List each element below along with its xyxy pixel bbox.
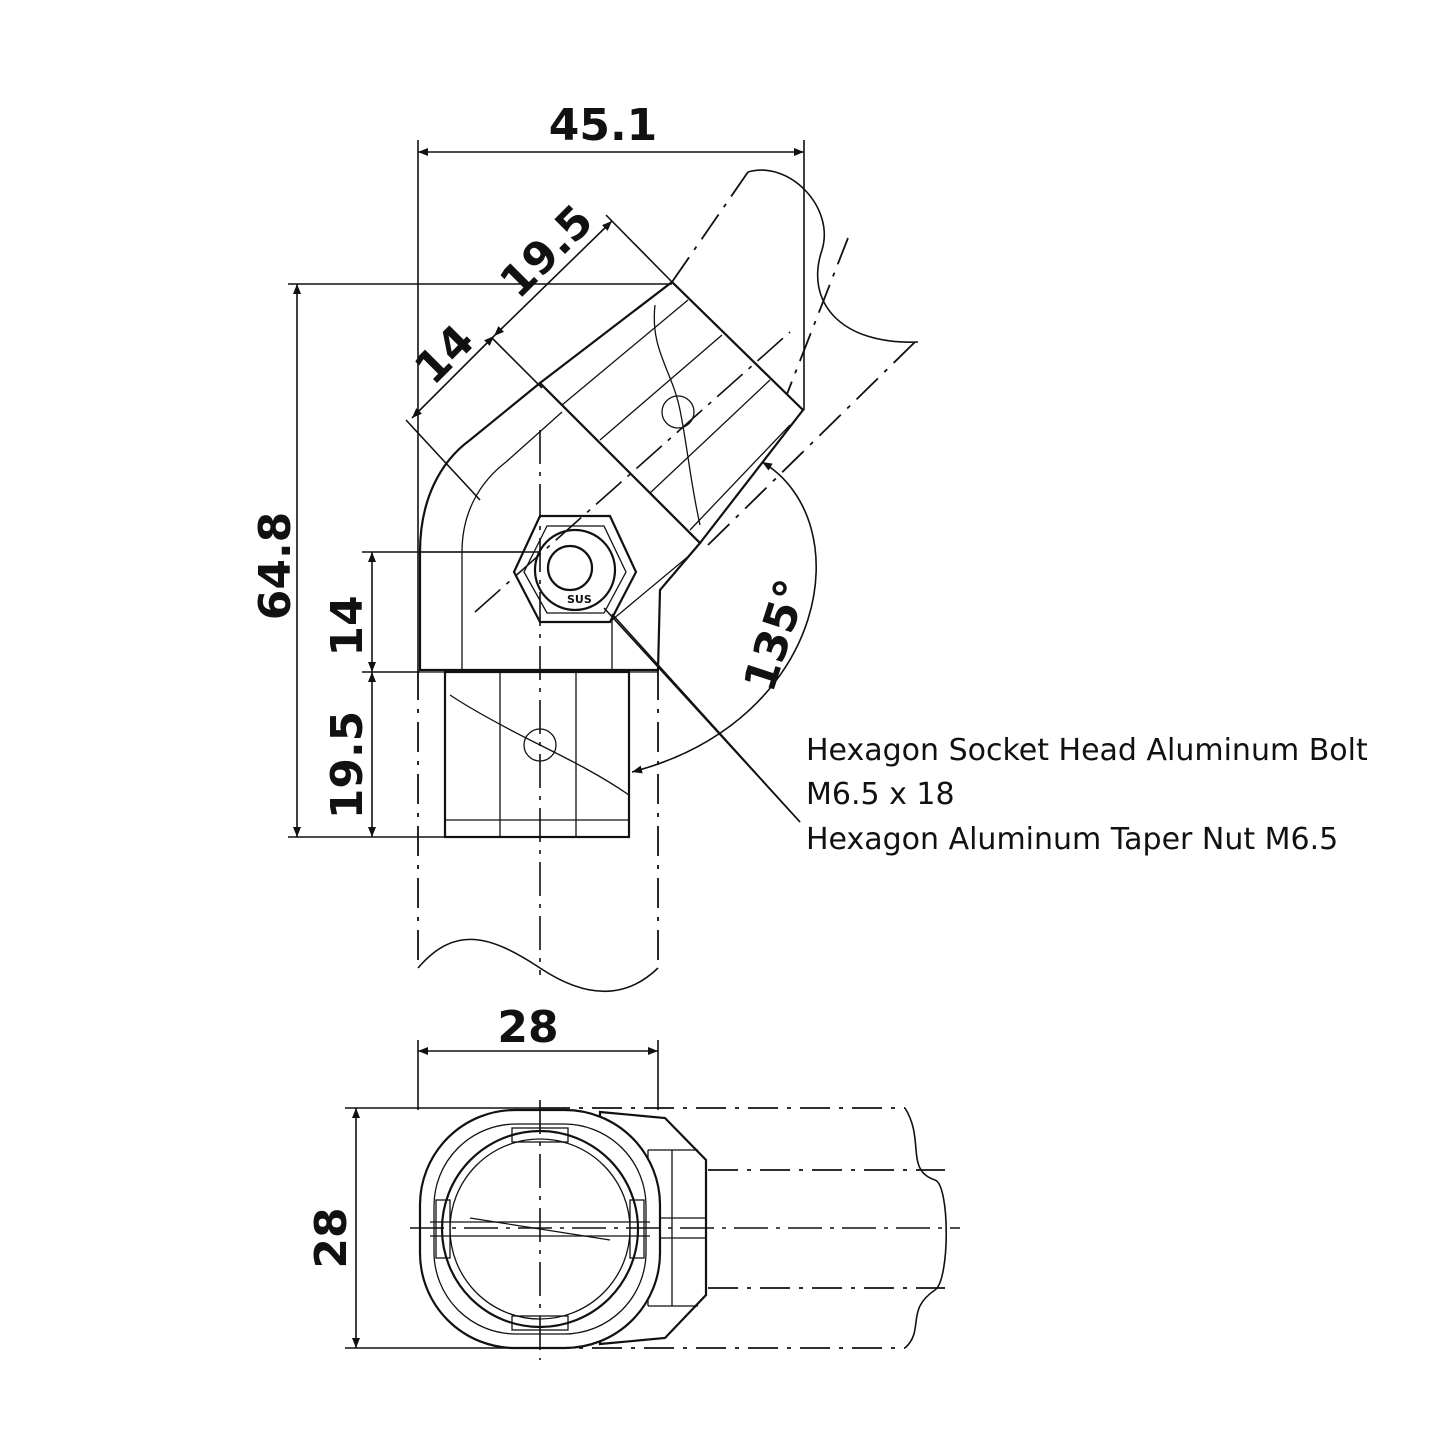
dim-angled-socket-label: 19.5 [490, 195, 603, 308]
dim-bottom-width-label: 28 [497, 1002, 558, 1053]
bottom-view: 28 28 [306, 1002, 960, 1360]
dim-bottom-width: 28 [417, 1002, 659, 1110]
dim-overall-width: 45.1 [417, 100, 805, 670]
callout-text: Hexagon Socket Head Aluminum Bolt M6.5 x… [806, 733, 1368, 857]
callout-leader [603, 607, 801, 823]
hex-bolt-and-nut: SUS [512, 514, 638, 624]
dim-vertical-offset: 14 [322, 551, 540, 673]
bottom-center-lines [410, 1100, 960, 1360]
center-lines [474, 331, 791, 975]
callout-bolt-size-label: M6.5 x 18 [806, 777, 955, 812]
callout-nut-label: Hexagon Aluminum Taper Nut M6.5 [806, 822, 1338, 857]
dim-bottom-height-label: 28 [306, 1207, 357, 1268]
dim-vertical-socket-label: 19.5 [322, 711, 373, 820]
vertical-socket [443, 670, 631, 839]
bottom-phantom-pipe [540, 1107, 948, 1349]
front-view: SUS 45.1 64.8 14 [250, 100, 919, 993]
dim-angled-offset-label: 14 [405, 315, 484, 394]
dim-overall-height-label: 64.8 [250, 512, 301, 621]
dim-vertical-offset-label: 14 [322, 595, 373, 656]
callout-bolt-label: Hexagon Socket Head Aluminum Bolt [806, 733, 1368, 768]
dim-overall-width-label: 45.1 [549, 100, 658, 151]
dim-vertical-socket: 19.5 [322, 672, 376, 837]
dim-angle-label: 135° [734, 573, 818, 697]
nut-marking-label: SUS [567, 593, 592, 606]
